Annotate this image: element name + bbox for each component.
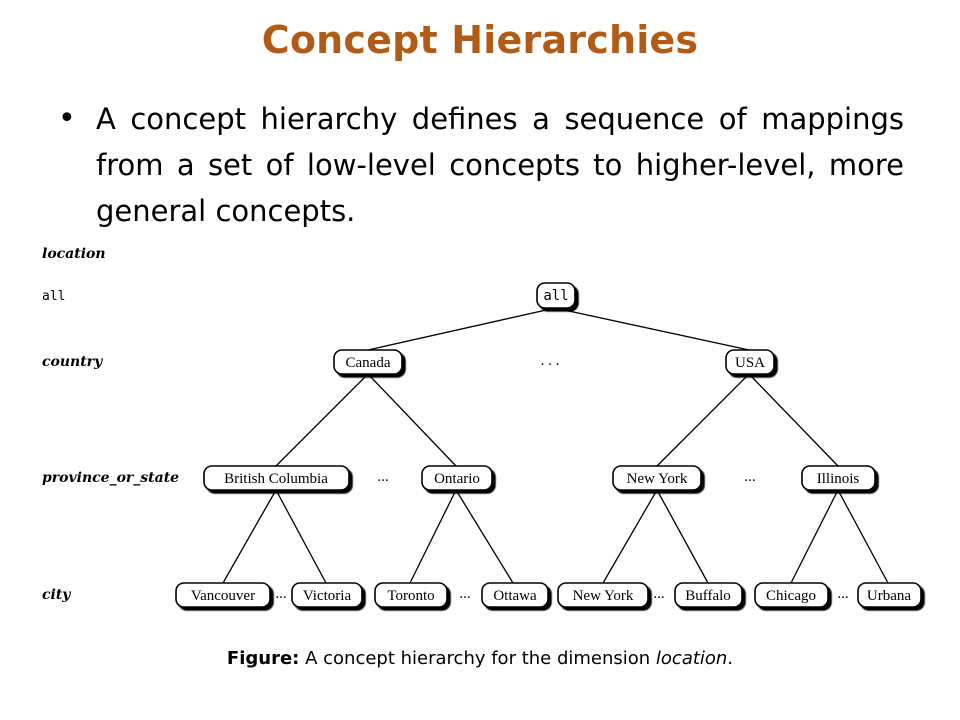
edge-ontario-ottawa — [455, 489, 514, 584]
node-vancouver: Vancouver — [175, 582, 271, 608]
node-illinois-label: Illinois — [817, 471, 860, 487]
node-toronto-label: Toronto — [387, 588, 434, 604]
node-victoria-label: Victoria — [303, 588, 352, 604]
edge-newyork-newyorkcity — [602, 489, 658, 584]
level-label-city: city — [42, 587, 71, 603]
edge-bc-victoria — [275, 489, 327, 584]
node-ottawa: Ottawa — [481, 582, 549, 608]
edge-newyork-buffalo — [656, 489, 709, 584]
node-vancouver-label: Vancouver — [191, 588, 255, 604]
node-new-york-city-label: New York — [573, 588, 634, 604]
ellipsis-city-3: ... — [653, 586, 664, 602]
node-all: all — [536, 282, 576, 309]
edge-ontario-toronto — [409, 489, 457, 584]
node-british-columbia: British Columbia — [203, 465, 350, 491]
bullet-point: • A concept hierarchy defines a sequence… — [58, 96, 904, 234]
bullet-text: A concept hierarchy defines a sequence o… — [96, 102, 904, 228]
node-new-york-state-label: New York — [627, 471, 688, 487]
node-buffalo-label: Buffalo — [685, 588, 731, 604]
level-label-country: country — [42, 354, 103, 370]
ellipsis-province-usa: ... — [744, 469, 755, 485]
node-usa: USA — [725, 349, 775, 375]
ellipsis-city-2: ... — [459, 586, 470, 602]
node-urbana-label: Urbana — [867, 588, 911, 604]
node-ontario-label: Ontario — [434, 471, 480, 487]
node-illinois: Illinois — [801, 465, 876, 491]
figure-caption: Figure: A concept hierarchy for the dime… — [0, 648, 960, 669]
level-label-location: location — [42, 246, 106, 262]
node-new-york-state: New York — [612, 465, 702, 491]
node-chicago: Chicago — [754, 582, 829, 608]
node-chicago-label: Chicago — [766, 588, 816, 604]
node-victoria: Victoria — [291, 582, 363, 608]
caption-emphasis: location — [655, 648, 728, 669]
edge-all-usa — [554, 307, 750, 351]
edge-bc-vancouver — [222, 489, 277, 584]
edge-all-canada — [367, 307, 556, 351]
caption-end: . — [727, 648, 734, 669]
edge-usa-illinois — [748, 373, 839, 467]
node-all-label: all — [543, 288, 568, 304]
node-new-york-city: New York — [557, 582, 649, 608]
node-urbana: Urbana — [857, 582, 922, 608]
edge-illinois-urbana — [837, 489, 889, 584]
node-canada: Canada — [333, 349, 403, 375]
ellipsis-city-4: ... — [837, 586, 848, 602]
edge-illinois-chicago — [790, 489, 839, 584]
ellipsis-province-canada: ... — [377, 469, 388, 485]
caption-label: Figure: — [226, 648, 300, 669]
bullet-marker: • — [58, 101, 76, 136]
caption-text: A concept hierarchy for the dimension — [299, 648, 656, 669]
ellipsis-city-1: ... — [275, 586, 286, 602]
hierarchy-edges — [222, 307, 889, 584]
node-british-columbia-label: British Columbia — [224, 471, 328, 487]
node-usa-label: USA — [735, 355, 765, 371]
node-canada-label: Canada — [346, 355, 391, 371]
level-label-province: province_or_state — [42, 470, 179, 486]
edge-usa-newyork — [656, 373, 750, 467]
slide-title: Concept Hierarchies — [261, 18, 699, 62]
node-toronto: Toronto — [374, 582, 448, 608]
node-ottawa-label: Ottawa — [493, 588, 537, 604]
node-ontario: Ontario — [421, 465, 493, 491]
level-label-all: all — [42, 289, 65, 304]
node-buffalo: Buffalo — [674, 582, 743, 608]
edge-canada-bc — [275, 373, 369, 467]
ellipsis-country: . . . — [541, 353, 560, 369]
edge-canada-ontario — [367, 373, 457, 467]
